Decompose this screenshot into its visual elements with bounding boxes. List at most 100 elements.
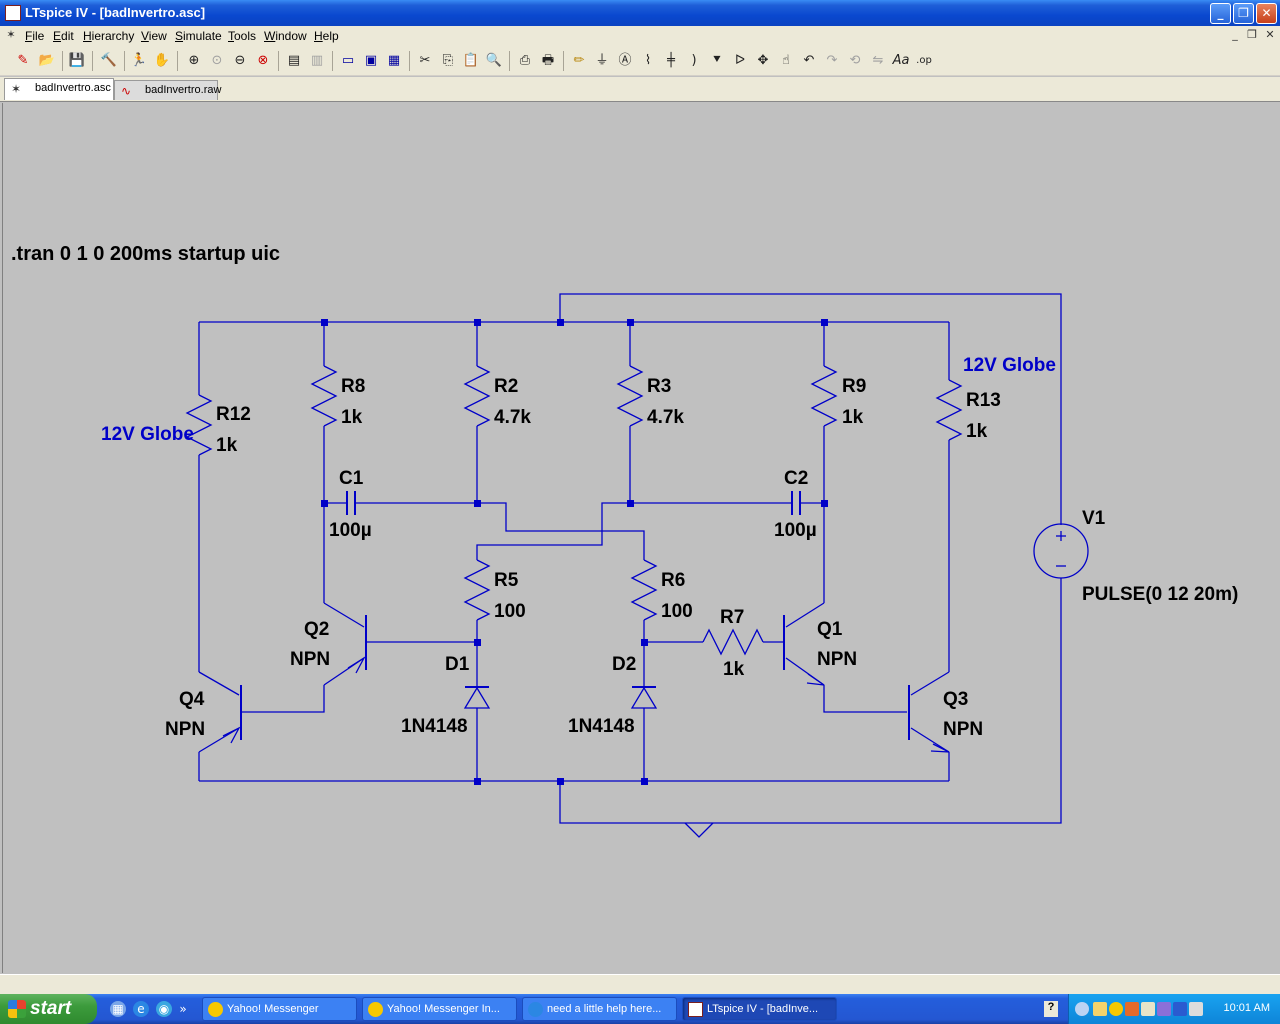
d2-ref[interactable]: D2 bbox=[612, 654, 636, 675]
q1-ref[interactable]: Q1 bbox=[817, 619, 843, 640]
paste-icon[interactable]: 📋 bbox=[462, 53, 480, 68]
help-icon[interactable]: ? bbox=[1044, 1001, 1058, 1017]
tray-yahoo-icon[interactable] bbox=[1109, 1002, 1123, 1016]
q3-ref[interactable]: Q3 bbox=[943, 689, 968, 710]
pan-icon[interactable]: ⊙ bbox=[211, 53, 223, 68]
c2-value[interactable]: 100µ bbox=[774, 520, 817, 541]
r5-ref[interactable]: R5 bbox=[494, 570, 519, 591]
menu-view[interactable]: View bbox=[141, 29, 167, 43]
menu-window[interactable]: Window bbox=[264, 29, 307, 43]
tray-network-icon[interactable] bbox=[1157, 1002, 1171, 1016]
ground-icon[interactable]: ⏚ bbox=[595, 53, 609, 68]
r6-value[interactable]: 100 bbox=[661, 601, 693, 622]
tray-volume-icon[interactable] bbox=[1189, 1002, 1203, 1016]
control-panel-icon[interactable]: 🔨 bbox=[100, 53, 118, 68]
v1-value[interactable]: PULSE(0 12 20m) bbox=[1082, 584, 1238, 605]
zoom-in-icon[interactable]: ⊕ bbox=[188, 53, 200, 68]
r2-value[interactable]: 4.7k bbox=[494, 407, 531, 428]
inductor-icon[interactable]: ) bbox=[691, 53, 697, 68]
zoom-fit-icon[interactable]: ⊗ bbox=[257, 53, 269, 68]
r3-ref[interactable]: R3 bbox=[647, 376, 671, 397]
undo-icon[interactable]: ↶ bbox=[803, 53, 815, 68]
q2-type[interactable]: NPN bbox=[290, 649, 330, 670]
draw-wire-icon[interactable]: ✏ bbox=[573, 53, 585, 68]
new-schematic-icon[interactable]: ✎ bbox=[17, 53, 29, 68]
d1-ref[interactable]: D1 bbox=[445, 654, 470, 675]
cascade-icon[interactable]: ▣ bbox=[364, 53, 378, 68]
r7-ref[interactable]: R7 bbox=[720, 607, 744, 628]
r13-value[interactable]: 1k bbox=[966, 421, 988, 442]
d1-model[interactable]: 1N4148 bbox=[401, 716, 468, 737]
start-button[interactable]: start bbox=[0, 994, 97, 1024]
print-icon[interactable]: 🖶 bbox=[541, 53, 555, 68]
r12-value[interactable]: 1k bbox=[216, 435, 238, 456]
menu-help[interactable]: Help bbox=[314, 29, 339, 43]
r3-value[interactable]: 4.7k bbox=[647, 407, 684, 428]
r8-value[interactable]: 1k bbox=[341, 407, 363, 428]
find-icon[interactable]: 🔍 bbox=[485, 53, 503, 68]
tray-monitor-icon[interactable] bbox=[1141, 1002, 1155, 1016]
taskbar-item-yahoo-messenger[interactable]: Yahoo! Messenger bbox=[202, 997, 357, 1021]
taskbar-clock[interactable]: 10:01 AM bbox=[1223, 1002, 1270, 1014]
copy-icon[interactable]: ⎘ bbox=[442, 53, 454, 68]
d2-model[interactable]: 1N4148 bbox=[568, 716, 635, 737]
drag-icon[interactable]: ☝ bbox=[782, 53, 790, 68]
tray-mail-icon[interactable] bbox=[1093, 1002, 1107, 1016]
v1-ref[interactable]: V1 bbox=[1082, 508, 1106, 529]
text-icon[interactable]: Aa bbox=[892, 53, 910, 68]
mirror-icon[interactable]: ⇋ bbox=[872, 53, 884, 68]
c2-ref[interactable]: C2 bbox=[784, 468, 808, 489]
autorange-icon[interactable]: ▤ bbox=[287, 53, 301, 68]
halt-icon[interactable]: ✋ bbox=[153, 53, 171, 68]
redo-icon[interactable]: ↷ bbox=[826, 53, 838, 68]
close-button[interactable]: ✕ bbox=[1256, 3, 1277, 24]
r8-ref[interactable]: R8 bbox=[341, 376, 365, 397]
tab-waveform[interactable]: ∿ badInvertro.raw bbox=[114, 80, 221, 100]
tray-expand-icon[interactable] bbox=[1075, 1002, 1089, 1016]
q3-type[interactable]: NPN bbox=[943, 719, 983, 740]
q1-type[interactable]: NPN bbox=[817, 649, 857, 670]
mdi-minimize-icon[interactable]: _ bbox=[1232, 28, 1238, 41]
mdi-close-icon[interactable]: ✕ bbox=[1265, 28, 1275, 41]
show-desktop-icon[interactable]: ▦ bbox=[110, 1001, 126, 1017]
document-menu-icon[interactable]: ✶ bbox=[6, 28, 16, 41]
tray-shield-icon[interactable] bbox=[1173, 1002, 1187, 1016]
minimize-button[interactable]: _ bbox=[1210, 3, 1231, 24]
r7-value[interactable]: 1k bbox=[723, 659, 745, 680]
rotate-icon[interactable]: ⟲ bbox=[849, 53, 861, 68]
internet-explorer-icon[interactable]: e bbox=[133, 1001, 149, 1017]
r13-ref[interactable]: R13 bbox=[966, 390, 1001, 411]
c1-ref[interactable]: C1 bbox=[339, 468, 364, 489]
menu-tools[interactable]: Tools bbox=[228, 29, 257, 43]
title-bar[interactable]: LTspice IV - [badInvertro.asc] _ ❐ ✕ bbox=[0, 0, 1280, 26]
menu-hierarchy[interactable]: Hierarchy bbox=[83, 29, 135, 43]
label-net-icon[interactable]: Ⓐ bbox=[618, 53, 632, 68]
run-icon[interactable]: 🏃 bbox=[130, 53, 148, 68]
tab-schematic[interactable]: ✶ badInvertro.asc bbox=[4, 78, 114, 100]
mdi-restore-icon[interactable]: ❐ bbox=[1247, 28, 1257, 41]
r9-value[interactable]: 1k bbox=[842, 407, 864, 428]
ltspice-app-icon[interactable] bbox=[5, 5, 21, 21]
capacitor-icon[interactable]: ╪ bbox=[667, 53, 675, 68]
taskbar-item-yahoo-messenger-im[interactable]: Yahoo! Messenger In... bbox=[362, 997, 517, 1021]
taskbar-item-browser[interactable]: need a little help here... bbox=[522, 997, 677, 1021]
menu-file[interactable]: File bbox=[25, 29, 45, 43]
c1-value[interactable]: 100µ bbox=[329, 520, 372, 541]
save-icon[interactable]: 💾 bbox=[68, 53, 86, 68]
plot-settings-icon[interactable]: ▥ bbox=[310, 53, 324, 68]
r12-ref[interactable]: R12 bbox=[216, 404, 251, 425]
open-icon[interactable]: 📂 bbox=[38, 53, 56, 68]
q2-ref[interactable]: Q2 bbox=[304, 619, 329, 640]
r6-ref[interactable]: R6 bbox=[661, 570, 685, 591]
schematic-canvas[interactable]: .tran 0 1 0 200ms startup uic 12V Globe … bbox=[2, 103, 1277, 973]
r9-ref[interactable]: R9 bbox=[842, 376, 866, 397]
messenger-quicklaunch-icon[interactable]: ◉ bbox=[156, 1001, 172, 1017]
menu-simulate[interactable]: Simulate bbox=[175, 29, 222, 43]
spice-directive[interactable]: .tran 0 1 0 200ms startup uic bbox=[11, 243, 280, 265]
taskbar-item-ltspice[interactable]: LTspice IV - [badInve... bbox=[682, 997, 837, 1021]
quicklaunch-expand-icon[interactable]: » bbox=[179, 1002, 187, 1016]
tray-firefox-icon[interactable] bbox=[1125, 1002, 1139, 1016]
q4-type[interactable]: NPN bbox=[165, 719, 205, 740]
zoom-out-icon[interactable]: ⊖ bbox=[234, 53, 246, 68]
restore-button[interactable]: ❐ bbox=[1233, 3, 1254, 24]
